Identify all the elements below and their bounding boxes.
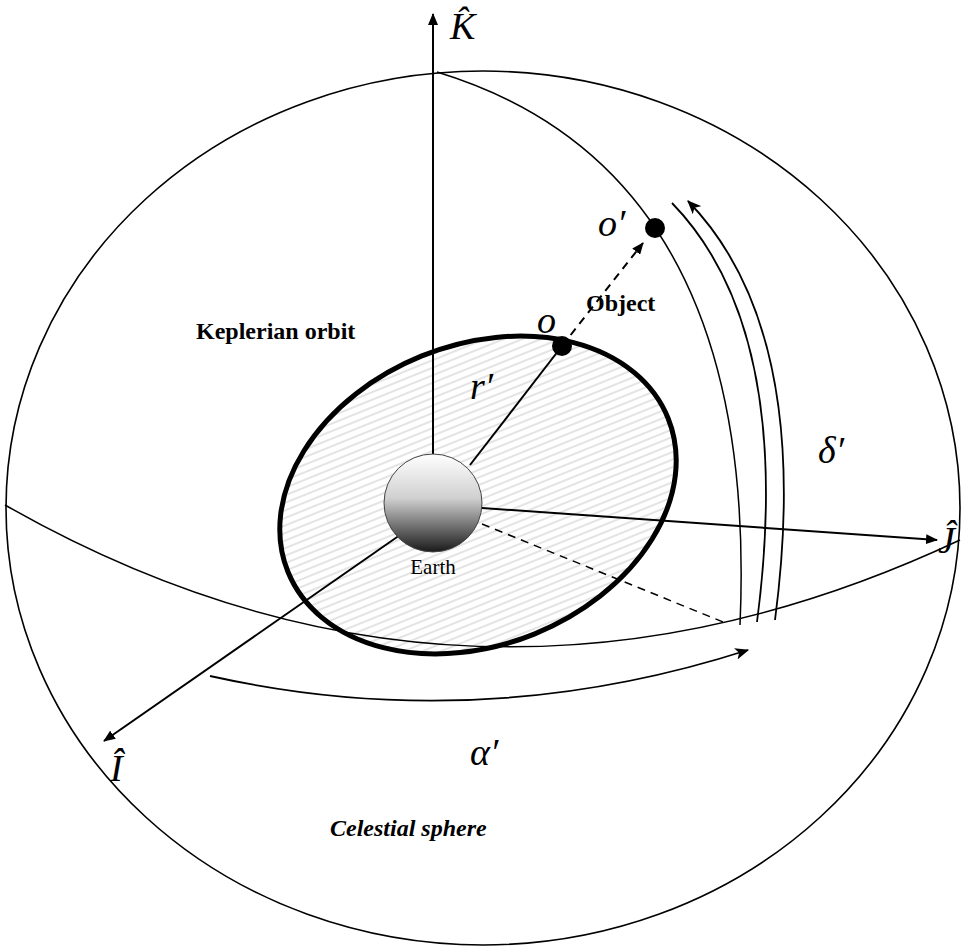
vector-label: r′: [470, 366, 493, 408]
equator-arc: [5, 505, 960, 647]
declination-arc: [672, 203, 766, 622]
angle-label: δ′: [818, 430, 844, 472]
axis-label: Ĵ: [938, 520, 955, 562]
angle-label: α′: [470, 732, 498, 774]
node-label: Keplerian orbit: [196, 318, 355, 344]
celestial-sphere: Celestial sphere Keplerian orbitEarth: [5, 70, 961, 946]
earth-outline: [383, 453, 483, 553]
k-axis: [432, 14, 434, 455]
node-label: Celestial sphere: [330, 815, 487, 841]
j-axis: [482, 508, 937, 540]
node-label: Earth: [410, 556, 455, 579]
axis-label: Î: [110, 748, 123, 790]
right-ascension-arrow: [210, 650, 748, 701]
object-label: Object: [586, 290, 655, 316]
axis-label: K̂: [450, 6, 475, 48]
earth-ball: Earth: [383, 453, 483, 553]
declination-arrow: [688, 201, 784, 620]
projected-object-dot: [645, 218, 665, 238]
point-label: o: [537, 300, 556, 342]
position-vector: [470, 346, 562, 465]
projection-line: [482, 524, 728, 624]
point-label: o′: [598, 203, 625, 245]
sphere-outline: [5, 70, 961, 946]
